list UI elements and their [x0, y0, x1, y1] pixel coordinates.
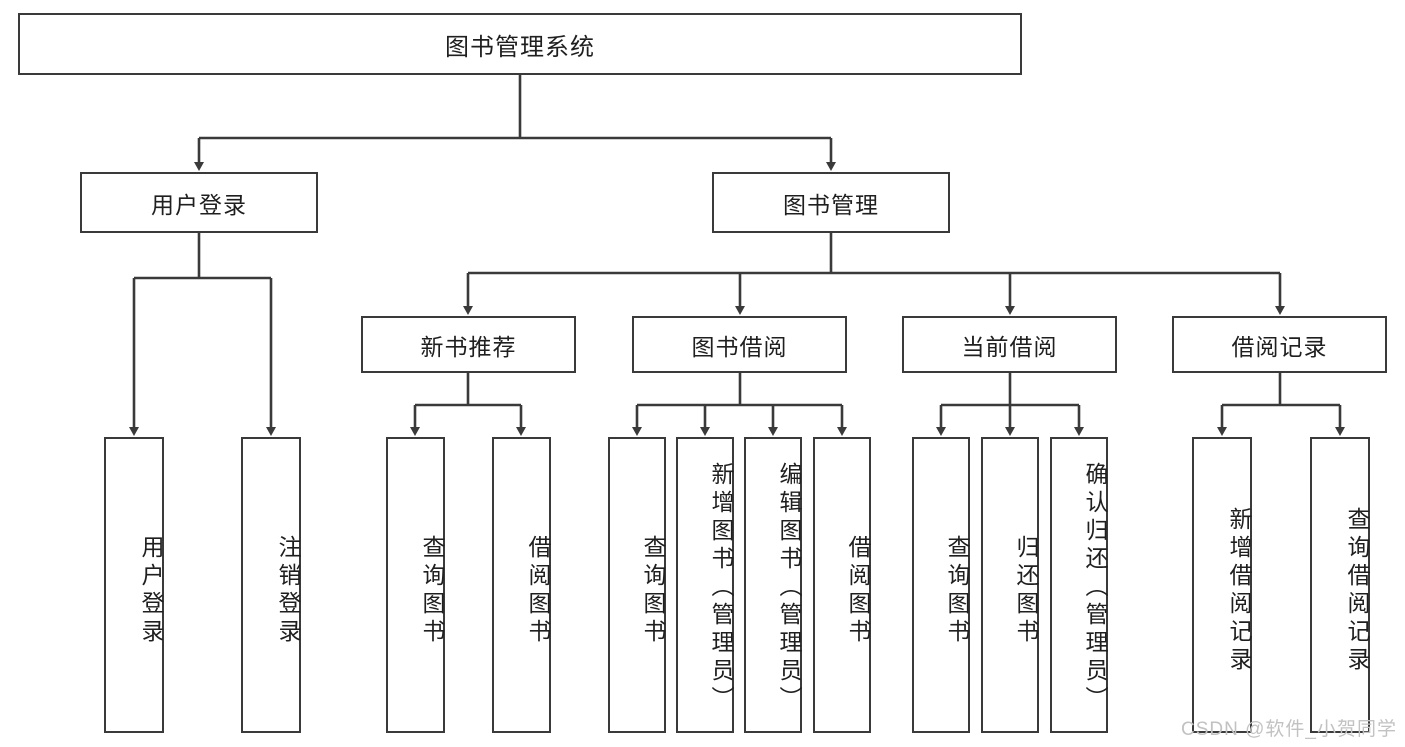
- node-leaf-confirm-return-label: 确认归还（管理员）: [1082, 462, 1108, 714]
- node-leaf-return-book-label: 归还图书: [1013, 535, 1039, 647]
- node-leaf-add-book[interactable]: 新增图书（管理员）: [676, 437, 734, 733]
- node-leaf-logout-label: 注销登录: [275, 535, 301, 647]
- node-leaf-edit-book-label: 编辑图书（管理员）: [776, 462, 802, 714]
- node-new-book-rec-label: 新书推荐: [420, 333, 517, 360]
- node-leaf-query-record-label: 查询借阅记录: [1344, 507, 1370, 675]
- node-new-book-rec[interactable]: 新书推荐: [361, 316, 576, 373]
- node-book-borrow[interactable]: 图书借阅: [632, 316, 847, 373]
- node-borrow-record-label: 借阅记录: [1231, 333, 1328, 360]
- node-leaf-borrow-book-2-label: 借阅图书: [845, 535, 871, 647]
- node-leaf-user-login-label: 用户登录: [138, 535, 164, 647]
- node-leaf-borrow-book-1-label: 借阅图书: [525, 535, 551, 647]
- node-book-manage-label: 图书管理: [783, 191, 879, 218]
- node-root[interactable]: 图书管理系统: [18, 13, 1022, 75]
- node-leaf-confirm-return[interactable]: 确认归还（管理员）: [1050, 437, 1108, 733]
- node-leaf-query-book-3[interactable]: 查询图书: [912, 437, 970, 733]
- node-leaf-borrow-book-2[interactable]: 借阅图书: [813, 437, 871, 733]
- node-leaf-add-record-label: 新增借阅记录: [1226, 507, 1252, 675]
- node-leaf-edit-book[interactable]: 编辑图书（管理员）: [744, 437, 802, 733]
- node-book-borrow-label: 图书借阅: [691, 333, 788, 360]
- node-leaf-add-book-label: 新增图书（管理员）: [708, 462, 734, 714]
- node-leaf-borrow-book-1[interactable]: 借阅图书: [492, 437, 551, 733]
- node-current-borrow-label: 当前借阅: [961, 333, 1058, 360]
- node-leaf-query-book-2-label: 查询图书: [640, 535, 666, 647]
- node-user-login-label: 用户登录: [151, 191, 247, 218]
- node-leaf-query-record[interactable]: 查询借阅记录: [1310, 437, 1370, 733]
- watermark: CSDN @软件_小贺同学: [1181, 719, 1397, 740]
- node-leaf-return-book[interactable]: 归还图书: [981, 437, 1039, 733]
- node-leaf-query-book-3-label: 查询图书: [944, 535, 970, 647]
- node-borrow-record[interactable]: 借阅记录: [1172, 316, 1387, 373]
- node-leaf-query-book-1-label: 查询图书: [419, 535, 445, 647]
- node-leaf-user-login[interactable]: 用户登录: [104, 437, 164, 733]
- node-current-borrow[interactable]: 当前借阅: [902, 316, 1117, 373]
- node-leaf-add-record[interactable]: 新增借阅记录: [1192, 437, 1252, 733]
- node-book-manage[interactable]: 图书管理: [712, 172, 950, 233]
- node-leaf-logout[interactable]: 注销登录: [241, 437, 301, 733]
- node-user-login[interactable]: 用户登录: [80, 172, 318, 233]
- node-leaf-query-book-2[interactable]: 查询图书: [608, 437, 666, 733]
- node-leaf-query-book-1[interactable]: 查询图书: [386, 437, 445, 733]
- node-root-label: 图书管理系统: [445, 33, 595, 61]
